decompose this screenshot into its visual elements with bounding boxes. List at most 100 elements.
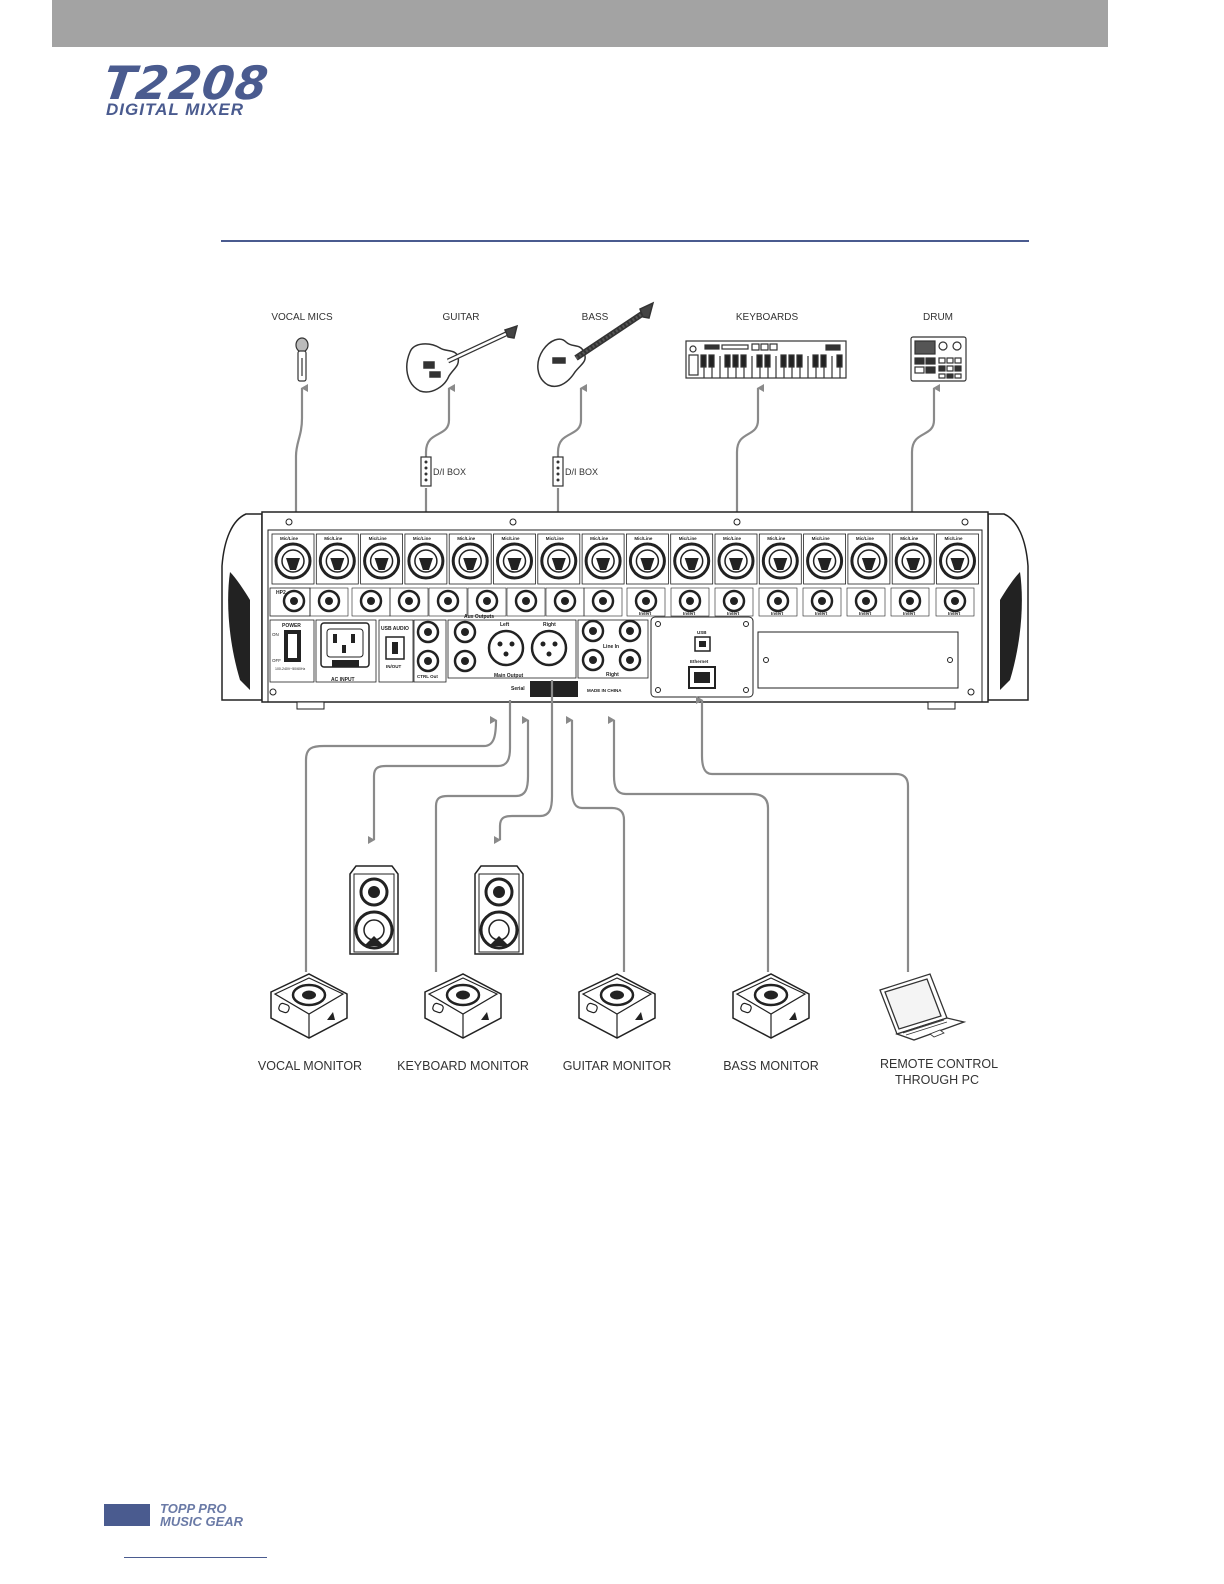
trs-jack[interactable]: [428, 587, 468, 617]
cable-keyboard-monitor: [434, 716, 530, 972]
trs-jack[interactable]: Insert: [935, 587, 975, 617]
trs-jack[interactable]: [467, 587, 507, 617]
trs-jack[interactable]: [389, 587, 429, 617]
output-label-bass-monitor: BASS MONITOR: [723, 1059, 819, 1073]
channel-label: Mic/Line: [634, 536, 652, 541]
channel-label: Mic/Line: [723, 536, 741, 541]
off-label: OFF: [272, 658, 281, 663]
serial-plate: [530, 681, 578, 697]
electric-guitar-icon: [406, 324, 519, 393]
serial-label: Serial: [511, 686, 525, 692]
combo-jack[interactable]: Mic/Line: [803, 533, 846, 585]
cable-drum: [910, 384, 940, 548]
di-box-label: D/I BOX: [433, 467, 466, 477]
footer-brand-line1: TOPP PRO: [160, 1501, 227, 1516]
aux-outputs-label: Aux Outputs: [464, 614, 494, 620]
combo-jack[interactable]: Mic/Line: [626, 533, 669, 585]
channel-label: Mic/Line: [457, 536, 475, 541]
xlr-main-left[interactable]: [487, 629, 525, 667]
output-label-keyboard-monitor: KEYBOARD MONITOR: [397, 1059, 529, 1073]
combo-jack[interactable]: Mic/Line: [758, 533, 802, 585]
insert-label: Insert: [639, 611, 652, 616]
channel-label: Mic/Line: [679, 536, 697, 541]
power-label: POWER: [282, 623, 301, 629]
footer-color-block: [104, 1504, 150, 1526]
output-cables: [304, 680, 910, 972]
trs-jack[interactable]: [583, 587, 623, 617]
expansion-slot-cover: [757, 631, 959, 689]
combo-jack[interactable]: Mic/Line: [271, 533, 315, 585]
trs-jack[interactable]: [351, 587, 391, 617]
combo-jack[interactable]: Mic/Line: [581, 533, 625, 585]
trs-jack[interactable]: Insert: [890, 587, 930, 617]
combo-jack[interactable]: Mic/Line: [448, 533, 492, 585]
source-label-vocal-mics: VOCAL MICS: [271, 312, 333, 323]
trs-jack[interactable]: [309, 587, 349, 617]
output-label-guitar-monitor: GUITAR MONITOR: [563, 1059, 672, 1073]
source-label-guitar: GUITAR: [442, 312, 479, 323]
footer-rule: [124, 1557, 267, 1558]
cable-vocal-mic: [294, 384, 308, 548]
trs-jack[interactable]: Insert: [758, 587, 798, 617]
trs-jack[interactable]: [282, 589, 306, 613]
channel-label: Mic/Line: [812, 536, 830, 541]
channel-label: Mic/Line: [369, 536, 387, 541]
output-label-vocal-monitor: VOCAL MONITOR: [258, 1059, 362, 1073]
di-box-bass: D/I BOX: [552, 456, 598, 487]
combo-jack[interactable]: Mic/Line: [847, 533, 891, 585]
in-out-label: IN/OUT: [386, 664, 402, 669]
main-output-label: Main Output: [494, 673, 523, 679]
channel-label: Mic/Line: [945, 536, 963, 541]
trs-jack[interactable]: [506, 587, 546, 617]
footer-brand-line2: MUSIC GEAR: [160, 1514, 244, 1529]
combo-jack[interactable]: Mic/Line: [936, 533, 979, 585]
insert-label: Insert: [815, 611, 828, 616]
laptop-icon: [879, 973, 967, 1041]
footer-brand: TOPP PRO MUSIC GEAR: [160, 1502, 243, 1528]
combo-jack[interactable]: Mic/Line: [714, 533, 758, 585]
combo-jack[interactable]: Mic/Line: [537, 533, 581, 585]
drum-machine-icon: [910, 336, 967, 382]
combo-jack[interactable]: Mic/Line: [891, 533, 935, 585]
logo-subtitle: DIGITAL MIXER: [106, 100, 244, 119]
microphone-icon: [295, 337, 309, 382]
channel-label: Mic/Line: [590, 536, 608, 541]
usb-audio-label: USB AUDIO: [381, 626, 409, 632]
ac-module: [315, 619, 377, 683]
trs-jack[interactable]: Insert: [714, 587, 754, 617]
power-spec: 100-240V~50/60Hz: [275, 667, 306, 671]
left-label: Left: [500, 622, 510, 628]
trs-jack[interactable]: Insert: [802, 587, 842, 617]
source-label-drum: DRUM: [923, 312, 953, 323]
combo-jack[interactable]: Mic/Line: [670, 533, 714, 585]
line-in-label: Line In: [603, 644, 619, 650]
insert-label: Insert: [771, 611, 784, 616]
cable-keyboards: [735, 384, 764, 522]
combo-jack[interactable]: Mic/Line: [360, 533, 404, 585]
combo-jack[interactable]: Mic/Line: [404, 533, 448, 585]
trs-jack[interactable]: Insert: [670, 587, 710, 617]
cable-left-speaker: [368, 700, 512, 844]
ethernet-label: Ethernet: [690, 659, 709, 664]
trs-jack[interactable]: Insert: [626, 587, 666, 617]
floor-monitor-icon: [424, 973, 502, 1039]
xlr-main-right[interactable]: [530, 629, 568, 667]
channel-label: Mic/Line: [413, 536, 431, 541]
combo-jack[interactable]: Mic/Line: [493, 533, 536, 585]
combo-jack[interactable]: Mic/Line: [315, 533, 359, 585]
cable-right-speaker: [494, 680, 554, 844]
section-rule: [221, 240, 1029, 242]
channel-label: Mic/Line: [502, 536, 520, 541]
channel-label: Mic/Line: [856, 536, 874, 541]
usb-audio-module: [378, 619, 414, 683]
insert-label: Insert: [903, 611, 916, 616]
trs-jack[interactable]: Insert: [846, 587, 886, 617]
made-in-label: MADE IN CHINA: [587, 688, 622, 693]
input-cables: [294, 384, 940, 548]
bass-guitar-icon: [537, 301, 655, 387]
studio-speaker-icon: [349, 865, 399, 955]
usb-label: USB: [697, 630, 707, 635]
